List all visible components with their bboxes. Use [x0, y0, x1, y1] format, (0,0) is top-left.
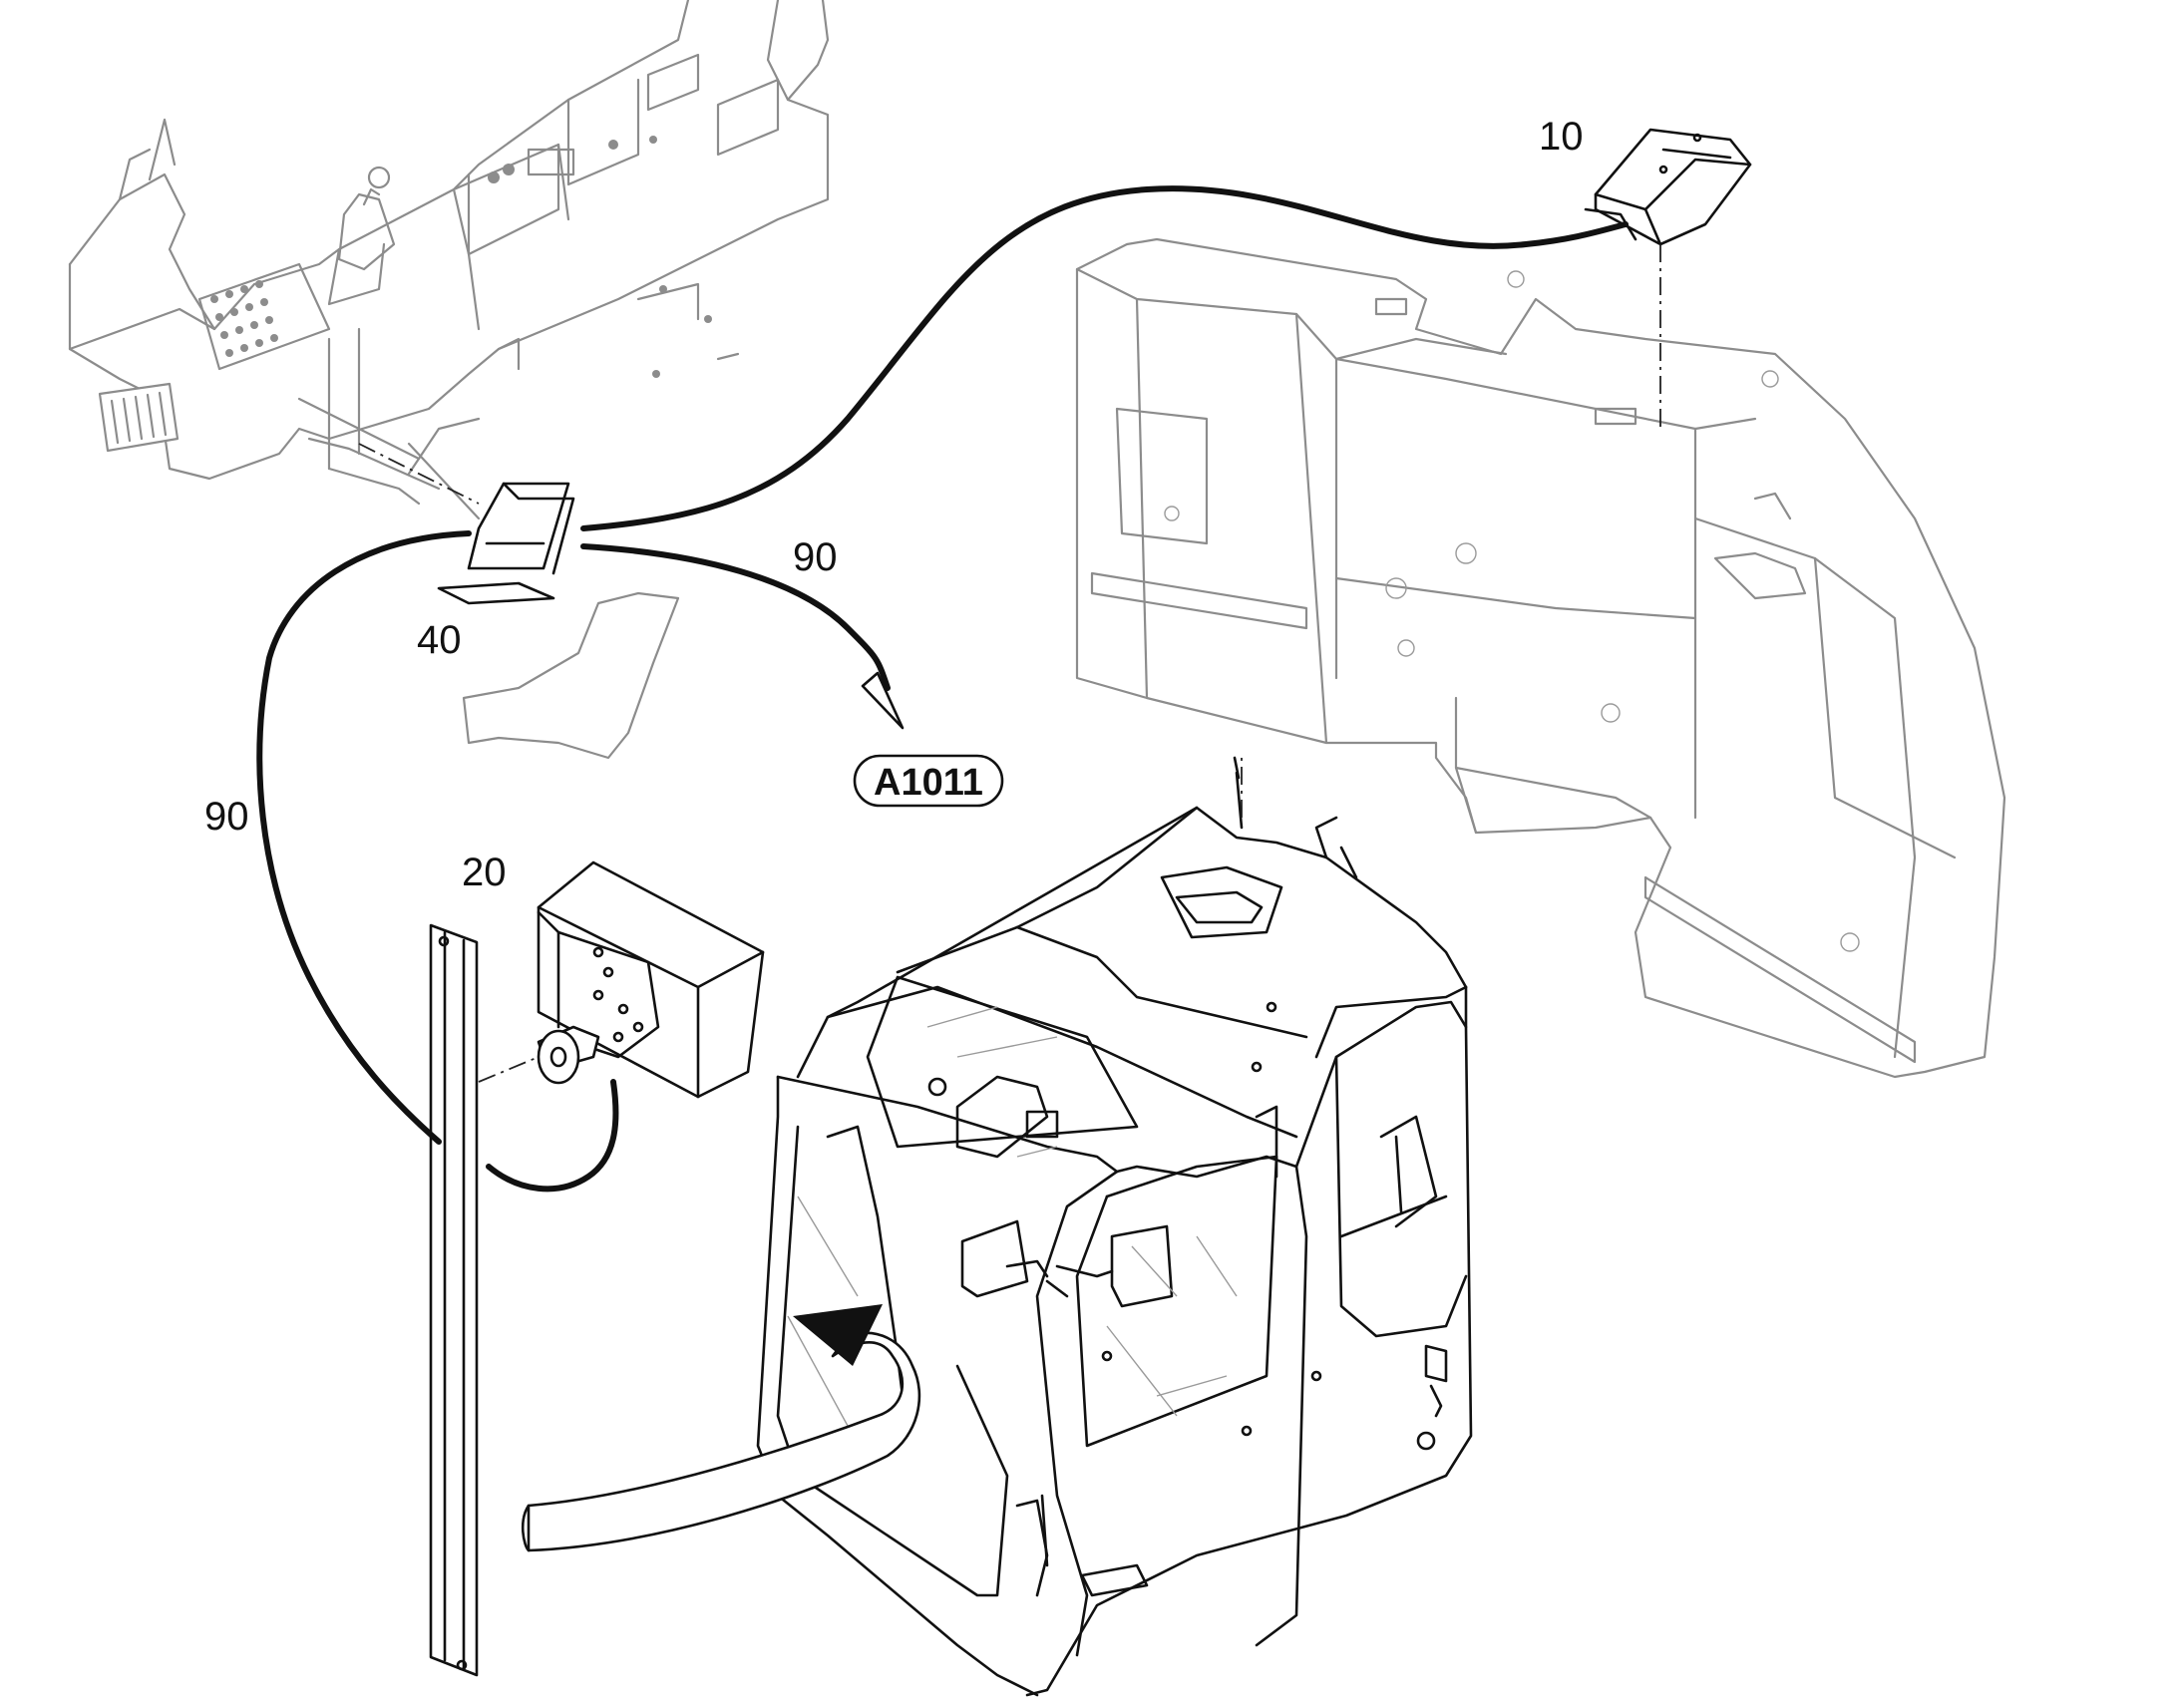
- cable-to-monitor: [580, 185, 1629, 531]
- monitor-part-10: [1584, 128, 1752, 246]
- reference-arrow: [861, 671, 905, 730]
- counterweight-frame: [1075, 237, 2006, 1079]
- reference-badge[interactable]: A1011: [853, 754, 1004, 808]
- operator-cab: [756, 756, 1473, 1697]
- callout-part-10: 10: [1539, 115, 1584, 159]
- cable-camera-loop: [486, 1079, 619, 1193]
- callout-part-90-left: 90: [204, 795, 249, 839]
- camera-part-20: [537, 860, 765, 1099]
- reference-label: A1011: [874, 762, 983, 804]
- mounting-strip: [429, 923, 479, 1677]
- cable-90-left: [256, 530, 472, 1145]
- cable-harness: [256, 185, 1629, 1193]
- callout-part-90-right: 90: [793, 535, 838, 579]
- cable-90-right: [580, 543, 891, 691]
- installation-arrow: [521, 1304, 921, 1552]
- mounting-plate: [462, 591, 680, 760]
- assembly-lines: [358, 244, 1661, 1083]
- callout-part-40: 40: [417, 618, 462, 662]
- operator-console: [68, 0, 830, 506]
- callout-part-20: 20: [462, 851, 507, 894]
- bracket-part-40: [407, 442, 575, 605]
